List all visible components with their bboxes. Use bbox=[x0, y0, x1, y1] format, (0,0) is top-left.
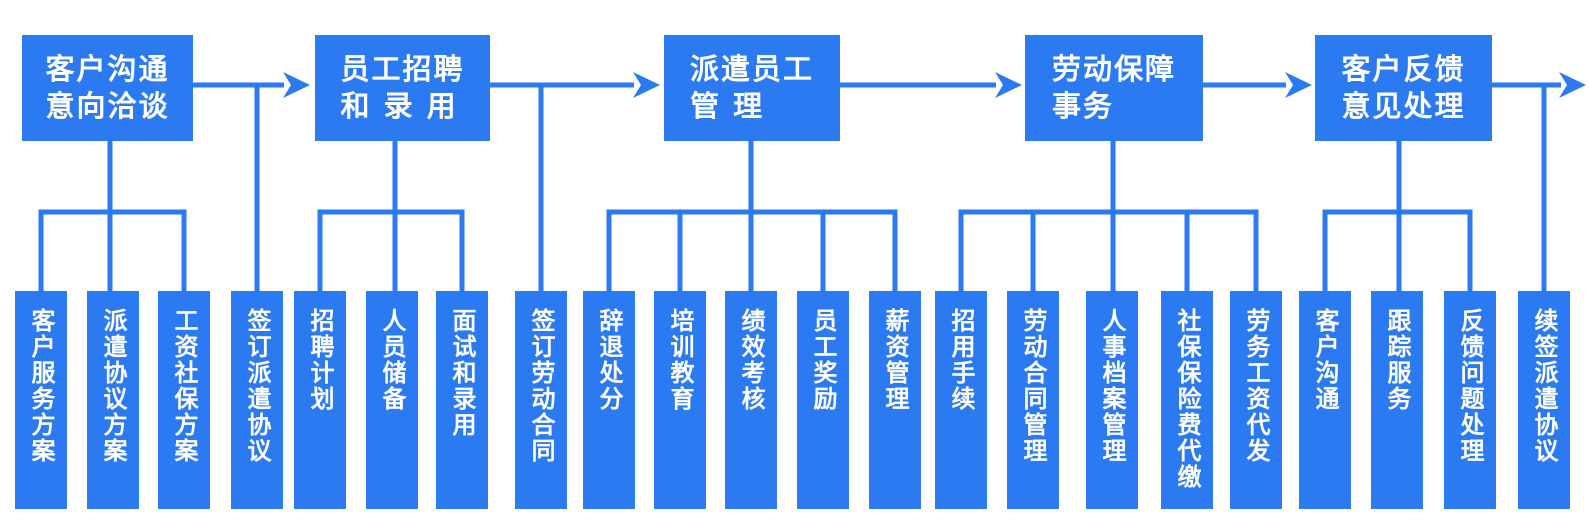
step-node-4: 劳动保障事务 bbox=[1025, 35, 1203, 141]
subtask-node: 人事档案管理 bbox=[1086, 291, 1138, 509]
subtask-node: 反馈问题处理 bbox=[1444, 291, 1496, 509]
arrowhead-icon bbox=[283, 72, 310, 98]
step-title-line2: 和 录 用 bbox=[340, 89, 458, 123]
subtask-node: 绩效考核 bbox=[725, 291, 777, 509]
subtask-node: 辞退处分 bbox=[583, 291, 635, 509]
bridge-node: 续签派遣协议 bbox=[1518, 291, 1570, 509]
subtask-node: 招用手续 bbox=[935, 291, 987, 509]
subtask-label: 续签派遣协议 bbox=[1530, 308, 1558, 464]
subtask-label: 客户服务方案 bbox=[27, 308, 55, 464]
step-title-line2: 意向洽谈 bbox=[45, 89, 170, 123]
subtask-label: 招用手续 bbox=[947, 308, 975, 412]
subtask-label: 签订劳动合同 bbox=[527, 308, 555, 464]
bridge-node: 签订派遣协议 bbox=[231, 291, 283, 509]
step-node-2: 员工招聘和 录 用 bbox=[315, 35, 490, 141]
subtask-label: 面试和录用 bbox=[448, 308, 476, 438]
step-title-line1: 员工招聘 bbox=[340, 52, 465, 86]
subtask-node: 工资社保方案 bbox=[158, 291, 210, 509]
step-title-line1: 客户沟通 bbox=[45, 52, 170, 86]
step-title-line1: 劳动保障 bbox=[1051, 52, 1176, 86]
subtask-label: 反馈问题处理 bbox=[1456, 308, 1484, 464]
subtask-node: 面试和录用 bbox=[436, 291, 488, 509]
subtask-label: 薪资管理 bbox=[881, 308, 909, 412]
step-title-line1: 派遣员工 bbox=[689, 52, 814, 86]
bridge-node: 签订劳动合同 bbox=[515, 291, 567, 509]
subtask-node: 社保保险费代缴 bbox=[1161, 291, 1213, 509]
subtask-label: 劳务工资代发 bbox=[1242, 308, 1270, 464]
subtask-node: 劳务工资代发 bbox=[1230, 291, 1282, 509]
subtask-label: 员工奖励 bbox=[809, 308, 837, 412]
subtask-node: 薪资管理 bbox=[869, 291, 921, 509]
subtask-label: 绩效考核 bbox=[737, 308, 765, 412]
subtask-node: 招聘计划 bbox=[294, 291, 346, 509]
subtask-label: 跟踪服务 bbox=[1383, 308, 1411, 412]
subtask-label: 人员储备 bbox=[378, 308, 406, 412]
step-node-5: 客户反馈意见处理 bbox=[1315, 35, 1492, 141]
subtask-node: 派遣协议方案 bbox=[87, 291, 139, 509]
step-title-line1: 客户反馈 bbox=[1341, 52, 1466, 86]
step-title-line2: 事务 bbox=[1051, 89, 1114, 123]
subtask-label: 签订派遣协议 bbox=[243, 308, 271, 464]
subtask-node: 客户服务方案 bbox=[15, 291, 67, 509]
subtask-label: 社保保险费代缴 bbox=[1173, 308, 1201, 490]
subtask-label: 工资社保方案 bbox=[170, 308, 198, 464]
subtask-label: 招聘计划 bbox=[306, 308, 334, 412]
step-title-line2: 管 理 bbox=[689, 89, 765, 123]
arrowhead-icon bbox=[1285, 72, 1312, 98]
arrowhead-icon bbox=[1559, 72, 1586, 98]
subtask-node: 跟踪服务 bbox=[1371, 291, 1423, 509]
step-title-line2: 意见处理 bbox=[1341, 89, 1466, 123]
subtask-node: 人员储备 bbox=[366, 291, 418, 509]
arrowhead-icon bbox=[995, 72, 1022, 98]
subtask-label: 培训教育 bbox=[666, 308, 694, 412]
arrowhead-icon bbox=[633, 72, 660, 98]
subtask-label: 劳动合同管理 bbox=[1019, 308, 1047, 464]
subtask-node: 劳动合同管理 bbox=[1007, 291, 1059, 509]
subtask-label: 人事档案管理 bbox=[1098, 308, 1126, 464]
step-node-1: 客户沟通意向洽谈 bbox=[22, 35, 193, 141]
subtask-label: 客户沟通 bbox=[1311, 308, 1339, 412]
subtask-node: 员工奖励 bbox=[797, 291, 849, 509]
subtask-label: 辞退处分 bbox=[595, 308, 623, 412]
step-node-3: 派遣员工管 理 bbox=[664, 35, 840, 141]
subtask-label: 派遣协议方案 bbox=[99, 308, 127, 464]
subtask-node: 客户沟通 bbox=[1299, 291, 1351, 509]
subtask-node: 培训教育 bbox=[654, 291, 706, 509]
